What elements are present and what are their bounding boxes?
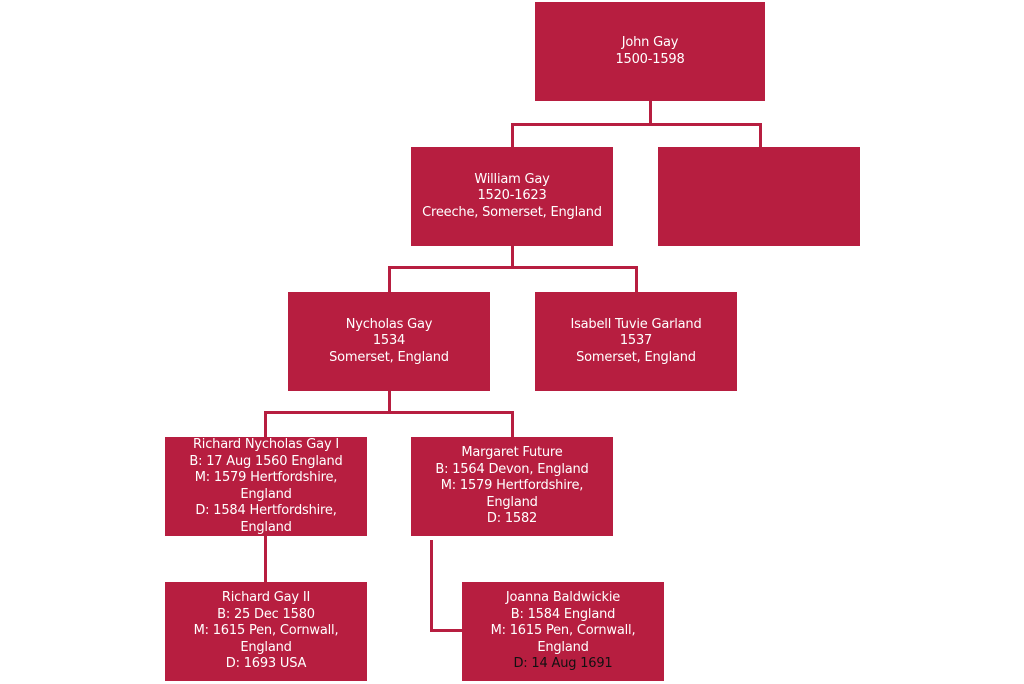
person-marriage: M: 1579 Hertfordshire,: [440, 478, 584, 494]
person-box-richard-gay-i[interactable]: Richard Nycholas Gay I B: 17 Aug 1560 En…: [165, 437, 367, 536]
connector-john-down: [649, 101, 652, 125]
connector-gen3-horizontal: [264, 411, 514, 414]
person-birth: B: 17 Aug 1560 England: [189, 453, 343, 469]
person-marriage-cont: England: [537, 639, 589, 655]
person-death: D: 1693 USA: [225, 656, 307, 672]
person-name: Richard Nycholas Gay I: [192, 437, 340, 452]
connector-william-down: [511, 246, 514, 268]
person-marriage-cont: England: [240, 486, 292, 502]
connector-margaret-down: [430, 540, 433, 632]
person-dates: 1537: [619, 333, 653, 349]
person-name: William Gay: [474, 171, 550, 187]
person-place: Creeche, Somerset, England: [422, 204, 602, 220]
person-box-joanna-baldwickie[interactable]: Joanna Baldwickie B: 1584 England M: 161…: [462, 582, 664, 681]
connector-to-isabell: [635, 266, 638, 292]
connector-to-william: [511, 123, 514, 147]
person-dates: 1500-1598: [615, 51, 685, 67]
person-death-cont: England: [240, 519, 292, 535]
person-death: D: 14 Aug 1691: [513, 656, 613, 672]
connector-to-margaret: [511, 411, 514, 437]
person-dates: 1534: [372, 333, 406, 349]
person-marriage: M: 1615 Pen, Cornwall,: [193, 623, 339, 639]
connector-to-joanna: [430, 629, 462, 632]
person-box-william-gay[interactable]: William Gay 1520-1623 Creeche, Somerset,…: [411, 147, 613, 246]
person-name: Joanna Baldwickie: [505, 590, 621, 606]
person-marriage: M: 1579 Hertfordshire,: [194, 470, 338, 485]
person-place: Somerset, England: [329, 349, 449, 365]
connector-to-nycholas: [388, 266, 391, 292]
person-box-nycholas-gay[interactable]: Nycholas Gay 1534 Somerset, England: [288, 292, 490, 391]
person-place: Somerset, England: [576, 349, 696, 365]
person-name: Margaret Future: [461, 445, 563, 461]
person-birth: B: 1584 England: [510, 606, 616, 622]
person-dates: 1520-1623: [477, 188, 547, 204]
person-marriage-cont: England: [240, 639, 292, 655]
person-marriage: M: 1615 Pen, Cornwall,: [490, 623, 636, 639]
connector-nycholas-down: [388, 391, 391, 413]
person-name: Richard Gay II: [221, 590, 311, 606]
person-birth: B: 1564 Devon, England: [435, 461, 589, 477]
person-box-isabell-garland[interactable]: Isabell Tuvie Garland 1537 Somerset, Eng…: [535, 292, 737, 391]
person-box-margaret-future[interactable]: Margaret Future B: 1564 Devon, England M…: [411, 437, 613, 536]
connector-to-richard-i: [264, 411, 267, 437]
person-box-john-gay[interactable]: John Gay 1500-1598: [535, 2, 765, 101]
connector-richard-i-to-richard-ii: [264, 536, 267, 582]
person-name: Nycholas Gay: [345, 316, 433, 332]
connector-to-unnamed: [759, 123, 762, 147]
person-death: D: 1582: [486, 511, 538, 527]
person-name: John Gay: [621, 35, 679, 50]
person-marriage-cont: England: [486, 494, 538, 510]
person-birth: B: 25 Dec 1580: [217, 606, 315, 622]
person-death: D: 1584 Hertfordshire,: [195, 503, 337, 518]
person-name: Isabell Tuvie Garland: [570, 316, 702, 332]
connector-gen1-horizontal: [511, 123, 762, 126]
person-box-richard-gay-ii[interactable]: Richard Gay II B: 25 Dec 1580 M: 1615 Pe…: [165, 582, 367, 681]
person-box-unnamed[interactable]: [658, 147, 860, 246]
connector-gen2-horizontal: [388, 266, 638, 269]
